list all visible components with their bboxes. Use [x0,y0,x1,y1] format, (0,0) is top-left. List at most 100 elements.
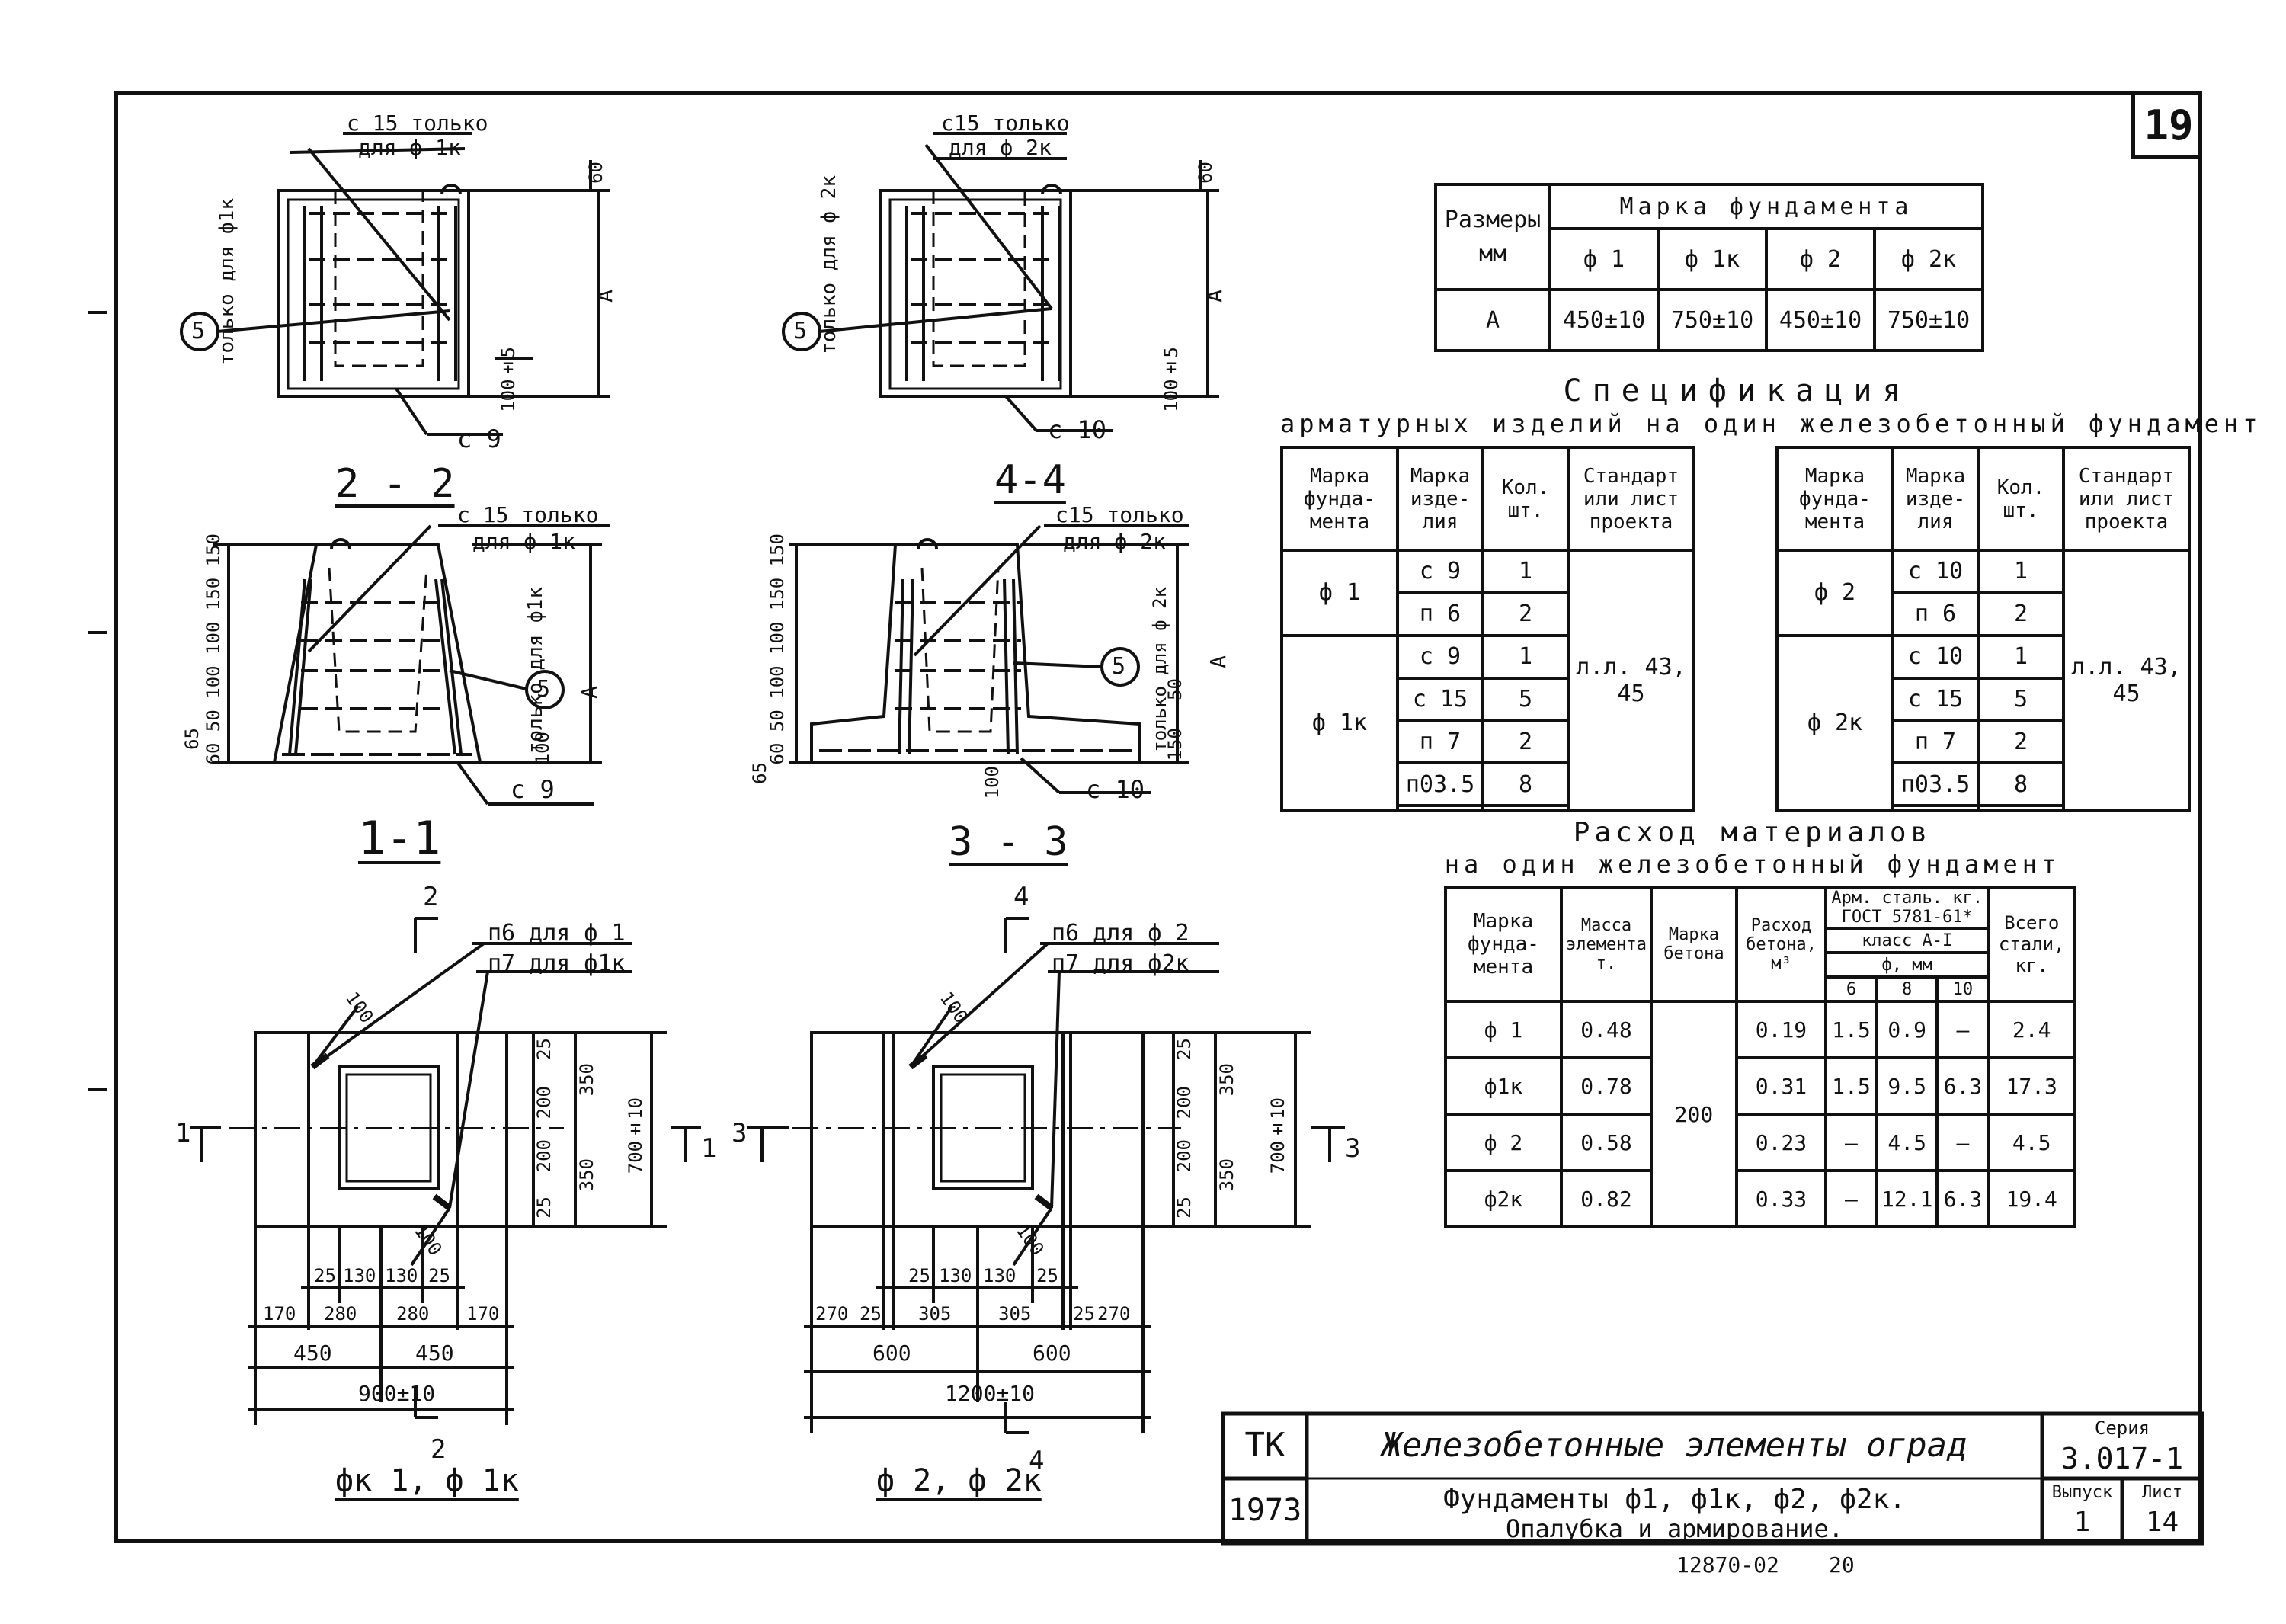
spec-r-r4-item: п 7 [1891,719,1980,765]
spec-r-r1-qty: 2 [1977,591,2065,637]
spec-l-r0-item: с 9 [1396,549,1484,594]
spec-r-r1-item: п 6 [1891,591,1980,637]
plan-left-p2: п7 для ф1к [488,950,626,977]
s33-bar: с 10 [1086,775,1145,804]
s44-dim-60: 60 [1195,162,1216,184]
spec-r-r6-item [1891,804,1980,812]
mat-r2-vol: 0.23 [1734,1113,1827,1172]
s22-dim-60: 60 [585,162,607,184]
mat-h-total: Всего стали, кг. [1987,886,2076,1003]
spec-l-ref: л.л. 43, 45 [1567,549,1695,812]
spec-r-h2: Кол. шт. [1977,446,2065,552]
spec-r-r6-qty [1977,804,2065,812]
spec-l-r1-qty: 2 [1481,591,1570,637]
plan-right-rd-2: 350 [1216,1063,1237,1097]
plan-left-rd-2: 350 [576,1063,597,1097]
spec-r-r4-qty: 2 [1977,719,2065,765]
materials-title: Расход материалов [1573,817,1932,848]
spec-l-r6-item [1396,804,1484,812]
plan-right-r2-0: 270 [815,1303,849,1325]
mat-h-steel: Арм. сталь. кг. ГОСТ 5781-61* [1823,886,1990,930]
plan-right-cut-top: 4 [1013,882,1029,912]
spec-l-r5-qty: 8 [1481,761,1570,808]
spec-table-right: Марка фунда-мента Марка изде-лия Кол. шт… [1775,446,2191,812]
plan-right-title: ф 2, ф 2к [876,1463,1042,1498]
spec-l-r4-qty: 2 [1481,719,1570,765]
plan-right-r3-1: 600 [1033,1341,1071,1366]
s22-bar: с 9 [457,424,501,453]
tb-doc-number: 12870-02 [1676,1552,1779,1578]
spec-r-r3-qty: 5 [1977,676,2065,722]
mat-r2-mark: ф 2 [1444,1113,1563,1172]
s33-note2: для ф 2к [1063,529,1166,554]
plan-left-rd-6: 700±10 [625,1097,646,1174]
spec-r-h1: Марка изде-лия [1891,446,1980,552]
spec-l-h0: Марка фунда-мента [1280,446,1399,552]
spec-r-r2-item: с 10 [1891,633,1980,680]
spec-l-r4-item: п 7 [1396,719,1484,765]
s22-title: 2 - 2 [335,461,455,507]
s44-note1: с15 только [941,111,1070,136]
s22-dim-100: 100±5 [498,347,519,412]
table-a-val-1: 750±10 [1657,288,1768,352]
spec-l-r5-item: п03.5 [1396,761,1484,808]
s11-bar: с 9 [511,775,555,804]
s22-side-note: только для ф1к [216,198,239,366]
section-4-4-drawing [818,132,1219,432]
plan-right-rd-1: 200 [1173,1086,1195,1120]
plan-left-r2-1: 280 [324,1303,357,1325]
plan-left-cut-top: 2 [423,882,439,912]
mat-concrete-mark: 200 [1649,1000,1738,1228]
mat-h-mark: Марка фунда-мента [1444,886,1563,1003]
table-a-val-0: 450±10 [1548,288,1660,352]
spec-l-r3-qty: 5 [1481,676,1570,722]
mat-r1-mark: ф1к [1444,1056,1563,1116]
mat-h-d10: 10 [1935,975,1990,1003]
plan-right-r2-1: 25 [860,1303,882,1325]
spec-r-r5-qty: 8 [1977,761,2065,808]
plan-right-rd-5: 350 [1216,1158,1237,1192]
tb-org: ТК [1244,1426,1285,1465]
plan-left-total: 900±10 [358,1381,436,1406]
s11-left-dims: 60 50 100 100 150 150 [203,533,224,765]
table-a-mark-0: ф 1 [1548,227,1660,291]
mat-r3-d6: — [1823,1169,1878,1228]
mat-h-d8: 8 [1875,975,1939,1003]
s44-title: 4-4 [994,457,1066,503]
plan-left-r1-3: 25 [428,1265,450,1286]
s33-dim-150: 150 [1164,728,1186,761]
s33-note1: с15 только [1055,502,1184,527]
table-a-header: Марка фундамента [1548,183,1984,230]
table-a-mark-1: ф 1к [1657,227,1768,291]
plan-left-rd-1: 200 [533,1086,555,1120]
plan-left-r2-2: 280 [396,1303,430,1325]
mat-r2-total: 4.5 [1987,1113,2076,1172]
s11-note1: с 15 только [457,502,599,527]
mat-r0-mark: ф 1 [1444,1000,1563,1059]
plan-left-p1: п6 для ф 1 [488,920,626,947]
s11-dim-a: А [577,686,602,699]
mat-h-cuse: Расход бетона, м³ [1734,886,1827,1003]
section-3-3-drawing [789,524,1189,794]
spec-r-r5-item: п03.5 [1891,761,1980,808]
tb-issue: 1 [2073,1507,2091,1538]
table-a-val-2: 450±10 [1765,288,1876,352]
plan-right-r1-1: 130 [939,1265,972,1286]
table-a-mark-3: ф 2к [1873,227,1984,291]
plan-left-drawing [190,917,701,1425]
sheet-number: 19 [2131,94,2202,159]
plan-left-r1-0: 25 [314,1265,336,1286]
plan-right-r2-4: 25 [1073,1303,1095,1325]
plan-left-r1-2: 130 [385,1265,418,1286]
spec-l-r1-item: п 6 [1396,591,1484,637]
table-a-mark-2: ф 2 [1765,227,1876,291]
plan-right-p1: п6 для ф 2 [1052,920,1189,947]
spec-r-r0-qty: 1 [1977,549,2065,594]
mat-r1-total: 17.3 [1987,1056,2076,1116]
spec-l-f1: ф 1к [1280,633,1399,812]
plan-right-p2: п7 для ф2к [1052,950,1189,977]
s33-dim-100: 100 [981,766,1003,799]
mat-r0-d10: — [1935,1000,1990,1059]
mat-r1-mass: 0.78 [1560,1056,1653,1116]
materials-subtitle: на один железобетонный фундамент [1444,850,2061,879]
